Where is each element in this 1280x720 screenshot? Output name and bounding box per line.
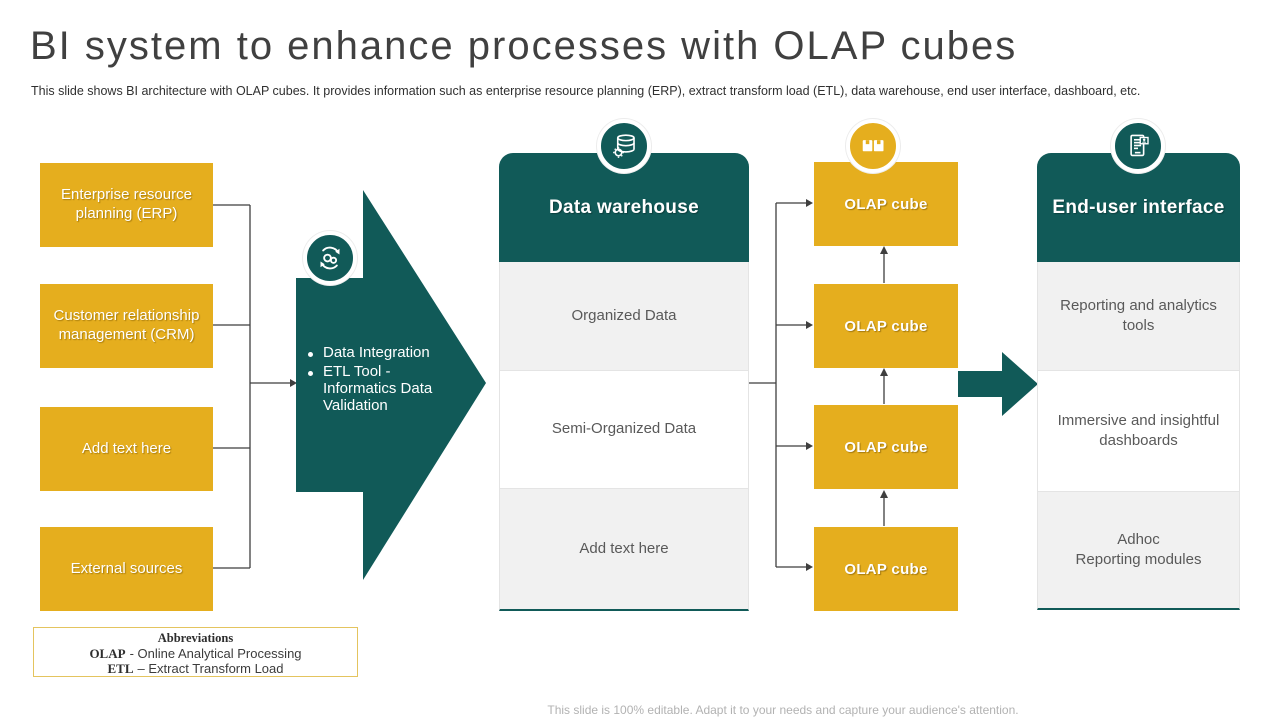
data-warehouse-row-organized: Organized Data [499, 262, 749, 370]
abbrev-term: OLAP [89, 646, 126, 661]
report-device-icon [1111, 119, 1165, 173]
source-box-external: External sources [40, 527, 213, 611]
olap-cube-2: OLAP cube [814, 284, 958, 368]
source-box-erp-label: Enterprise resource planning (ERP) [61, 186, 192, 222]
row-label: Semi-Organized Data [551, 420, 697, 438]
olap-cube-label: OLAP cube [844, 560, 928, 578]
row-label: Reporting and analytics tools [1060, 296, 1217, 334]
data-warehouse-row-semi-organized: Semi-Organized Data [499, 370, 749, 489]
source-box-placeholder-label: Add text here [81, 439, 172, 457]
source-box-crm: Customer relationship management (CRM) [40, 284, 213, 368]
data-warehouse-title: Data warehouse [549, 196, 699, 218]
database-gear-icon [597, 119, 651, 173]
abbrev-definition: - Online Analytical Processing [129, 646, 302, 661]
end-user-row-dashboards: Immersive and insightful dashboards [1037, 370, 1240, 492]
etl-bullet-label: ETL Tool - Informatics Data Validation [323, 363, 433, 414]
abbrev-definition: – Extract Transform Load [137, 661, 284, 676]
data-warehouse-row-placeholder: Add text here [499, 489, 749, 611]
row-label: Add text here [579, 539, 669, 557]
end-user-row-reporting: Reporting and analytics tools [1037, 262, 1240, 370]
olap-cube-3: OLAP cube [814, 405, 958, 489]
olap-cube-label: OLAP cube [844, 438, 928, 456]
bullet-dot-icon [308, 371, 313, 376]
abbrev-term: ETL [107, 661, 134, 676]
bullet-dot-icon [308, 352, 313, 357]
cubes-icon [846, 119, 900, 173]
olap-cube-1: OLAP cube [814, 162, 958, 246]
row-label: Organized Data [571, 306, 677, 324]
olap-cube-4: OLAP cube [814, 527, 958, 611]
abbreviation-etl: ETL– Extract Transform Load [34, 661, 357, 676]
etl-bullet-label: Data Integration [323, 344, 430, 361]
row-label: Immersive and insightful dashboards [1057, 411, 1220, 449]
source-box-erp: Enterprise resource planning (ERP) [40, 163, 213, 247]
page-title: BI system to enhance processes with OLAP… [30, 24, 1018, 68]
olap-cube-label: OLAP cube [844, 317, 928, 335]
etl-bullet-item: Data Integration [308, 344, 448, 361]
abbreviations-box: Abbreviations OLAP- Online Analytical Pr… [33, 627, 358, 677]
end-user-row-adhoc: Adhoc Reporting modules [1037, 492, 1240, 610]
page-subtitle: This slide shows BI architecture with OL… [31, 84, 1141, 98]
source-box-external-label: External sources [70, 559, 183, 577]
end-user-title: End-user interface [1052, 196, 1225, 218]
row-label: Adhoc Reporting modules [1075, 530, 1202, 568]
abbreviation-olap: OLAP- Online Analytical Processing [34, 646, 357, 661]
footer-note: This slide is 100% editable. Adapt it to… [547, 703, 1019, 717]
source-box-crm-label: Customer relationship management (CRM) [53, 307, 200, 343]
end-user-header: End-user interface [1037, 153, 1240, 262]
flow-arrow-right [958, 352, 1038, 416]
olap-cube-label: OLAP cube [844, 195, 928, 213]
abbreviations-title: Abbreviations [157, 631, 234, 645]
source-box-placeholder: Add text here [40, 407, 213, 491]
etl-bullet-item: ETL Tool - Informatics Data Validation [308, 363, 448, 414]
sync-gears-icon [303, 231, 357, 285]
etl-bullet-list: Data Integration ETL Tool - Informatics … [308, 344, 448, 416]
